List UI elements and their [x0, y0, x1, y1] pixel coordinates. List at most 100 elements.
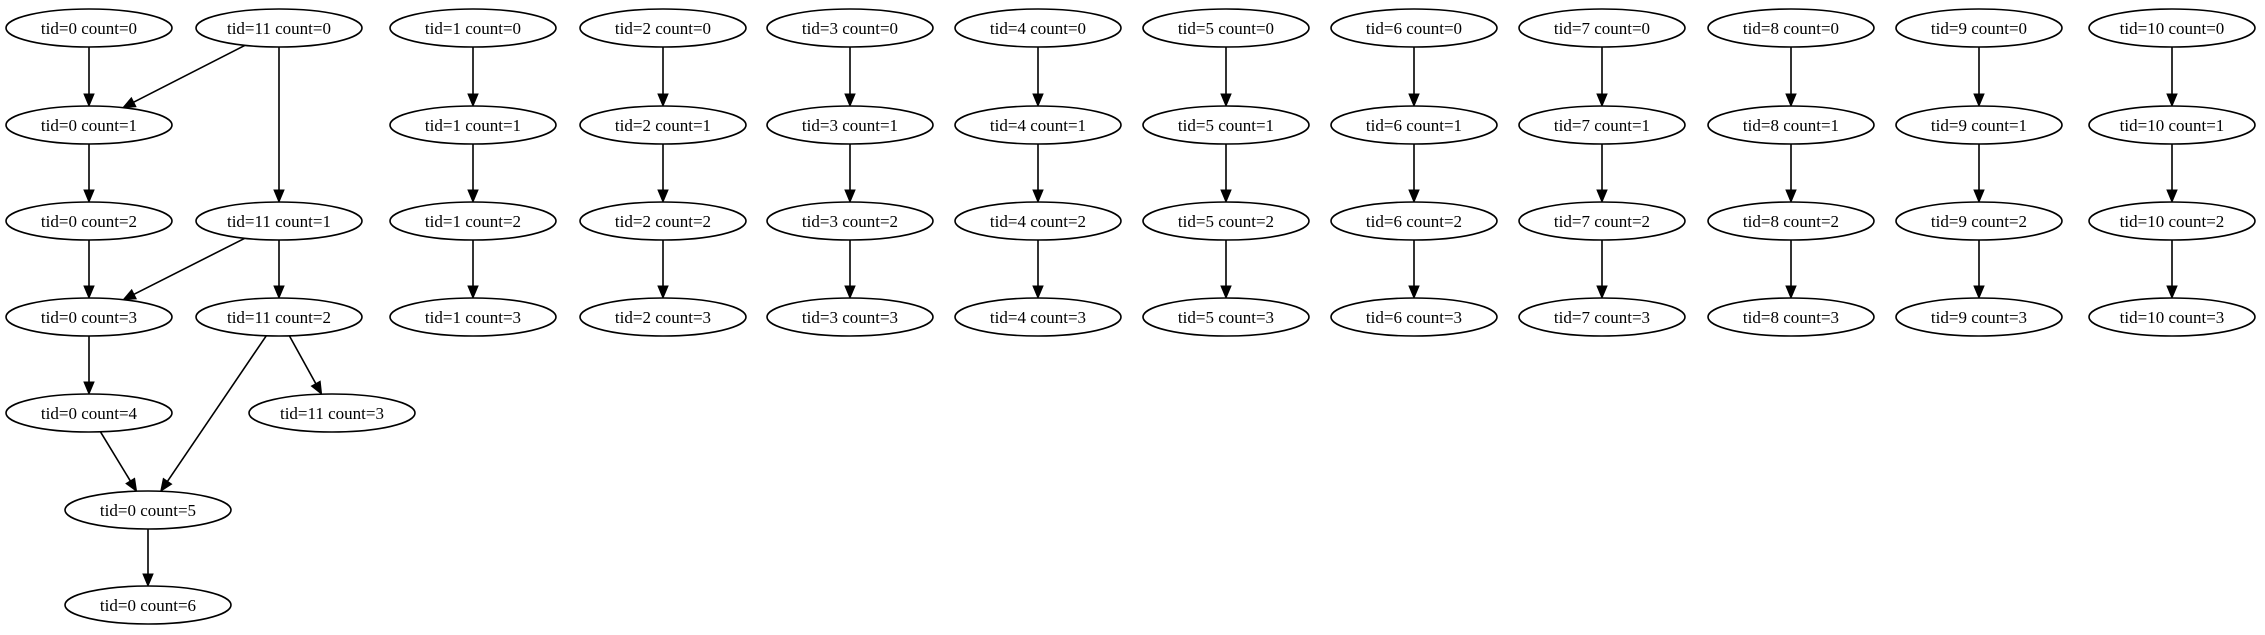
- edge-t10c2-to-t10c3: [2166, 240, 2178, 300]
- edge-t4c1-to-t4c2: [1032, 144, 1044, 204]
- node-label: tid=2 count=1: [615, 116, 711, 135]
- node-ellipse: [954, 201, 1122, 241]
- node-t10c0: tid=10 count=0: [2088, 8, 2256, 48]
- node-label: tid=5 count=0: [1178, 19, 1274, 38]
- node-t0c0: tid=0 count=0: [5, 8, 173, 48]
- node-ellipse: [2088, 297, 2256, 337]
- node-t4c3: tid=4 count=3: [954, 297, 1122, 337]
- edge-t11c0-to-t11c1: [273, 47, 285, 204]
- arrowhead: [1220, 285, 1232, 300]
- node-t6c0: tid=6 count=0: [1330, 8, 1498, 48]
- node-ellipse: [1895, 297, 2063, 337]
- edge-t11c1-to-t11c2: [273, 240, 285, 300]
- edge-t3c0-to-t3c1: [844, 47, 856, 108]
- node-label: tid=2 count=3: [615, 308, 711, 327]
- node-ellipse: [1330, 105, 1498, 145]
- node-ellipse: [5, 393, 173, 433]
- node-t6c3: tid=6 count=3: [1330, 297, 1498, 337]
- node-t4c1: tid=4 count=1: [954, 105, 1122, 145]
- node-t1c2: tid=1 count=2: [389, 201, 557, 241]
- arrowhead: [1785, 93, 1797, 108]
- node-label: tid=6 count=3: [1366, 308, 1462, 327]
- node-ellipse: [389, 105, 557, 145]
- arrowhead: [83, 285, 95, 300]
- node-ellipse: [954, 105, 1122, 145]
- node-ellipse: [1707, 8, 1875, 48]
- edge-t0c4-to-t0c5: [99, 431, 138, 493]
- arrowhead: [467, 285, 479, 300]
- arrowhead: [83, 189, 95, 204]
- node-t2c2: tid=2 count=2: [579, 201, 747, 241]
- node-t3c3: tid=3 count=3: [766, 297, 934, 337]
- arrowhead: [2166, 93, 2178, 108]
- arrowhead: [1596, 189, 1608, 204]
- edge-t5c2-to-t5c3: [1220, 240, 1232, 300]
- node-t7c2: tid=7 count=2: [1518, 201, 1686, 241]
- node-label: tid=1 count=1: [425, 116, 521, 135]
- node-label: tid=10 count=2: [2120, 212, 2225, 231]
- edge-t10c1-to-t10c2: [2166, 144, 2178, 204]
- arrowhead: [657, 93, 669, 108]
- edge-t1c0-to-t1c1: [467, 47, 479, 108]
- node-label: tid=1 count=3: [425, 308, 521, 327]
- node-ellipse: [389, 201, 557, 241]
- edge-t0c2-to-t0c3: [83, 240, 95, 300]
- node-ellipse: [1142, 297, 1310, 337]
- node-t2c0: tid=2 count=0: [579, 8, 747, 48]
- node-t9c0: tid=9 count=0: [1895, 8, 2063, 48]
- node-ellipse: [195, 297, 363, 337]
- node-label: tid=7 count=2: [1554, 212, 1650, 231]
- node-ellipse: [1518, 297, 1686, 337]
- node-ellipse: [248, 393, 416, 433]
- node-ellipse: [64, 585, 232, 625]
- edge-t4c2-to-t4c3: [1032, 240, 1044, 300]
- node-label: tid=0 count=3: [41, 308, 137, 327]
- arrowhead: [2166, 285, 2178, 300]
- edge-t9c2-to-t9c3: [1973, 240, 1985, 300]
- edge-t11c1-to-t0c3: [122, 237, 246, 301]
- node-ellipse: [1518, 201, 1686, 241]
- node-ellipse: [1707, 105, 1875, 145]
- node-t7c1: tid=7 count=1: [1518, 105, 1686, 145]
- node-t9c3: tid=9 count=3: [1895, 297, 2063, 337]
- node-ellipse: [2088, 8, 2256, 48]
- edge-t0c3-to-t0c4: [83, 336, 95, 396]
- arrowhead: [1596, 93, 1608, 108]
- node-t10c3: tid=10 count=3: [2088, 297, 2256, 337]
- node-label: tid=8 count=1: [1743, 116, 1839, 135]
- node-label: tid=9 count=2: [1931, 212, 2027, 231]
- node-ellipse: [1330, 8, 1498, 48]
- arrowhead: [83, 93, 95, 108]
- node-t3c1: tid=3 count=1: [766, 105, 934, 145]
- node-label: tid=8 count=3: [1743, 308, 1839, 327]
- node-t9c2: tid=9 count=2: [1895, 201, 2063, 241]
- arrowhead: [273, 189, 285, 204]
- node-label: tid=3 count=2: [802, 212, 898, 231]
- node-ellipse: [579, 201, 747, 241]
- node-label: tid=5 count=1: [1178, 116, 1274, 135]
- node-ellipse: [5, 297, 173, 337]
- edge-t7c1-to-t7c2: [1596, 144, 1608, 204]
- node-ellipse: [1142, 105, 1310, 145]
- edge-t3c2-to-t3c3: [844, 240, 856, 300]
- node-label: tid=1 count=0: [425, 19, 521, 38]
- edge-line: [288, 335, 317, 385]
- edge-t4c0-to-t4c1: [1032, 47, 1044, 108]
- arrowhead: [1220, 189, 1232, 204]
- node-ellipse: [5, 201, 173, 241]
- node-label: tid=10 count=3: [2120, 308, 2225, 327]
- arrowhead: [83, 381, 95, 396]
- edge-t3c1-to-t3c2: [844, 144, 856, 204]
- node-label: tid=6 count=2: [1366, 212, 1462, 231]
- node-ellipse: [1895, 201, 2063, 241]
- node-label: tid=0 count=1: [41, 116, 137, 135]
- node-label: tid=4 count=0: [990, 19, 1086, 38]
- node-t10c1: tid=10 count=1: [2088, 105, 2256, 145]
- edge-t1c2-to-t1c3: [467, 240, 479, 300]
- arrowhead: [467, 93, 479, 108]
- node-label: tid=9 count=3: [1931, 308, 2027, 327]
- edge-t2c1-to-t2c2: [657, 144, 669, 204]
- node-label: tid=4 count=1: [990, 116, 1086, 135]
- node-t3c2: tid=3 count=2: [766, 201, 934, 241]
- node-label: tid=3 count=1: [802, 116, 898, 135]
